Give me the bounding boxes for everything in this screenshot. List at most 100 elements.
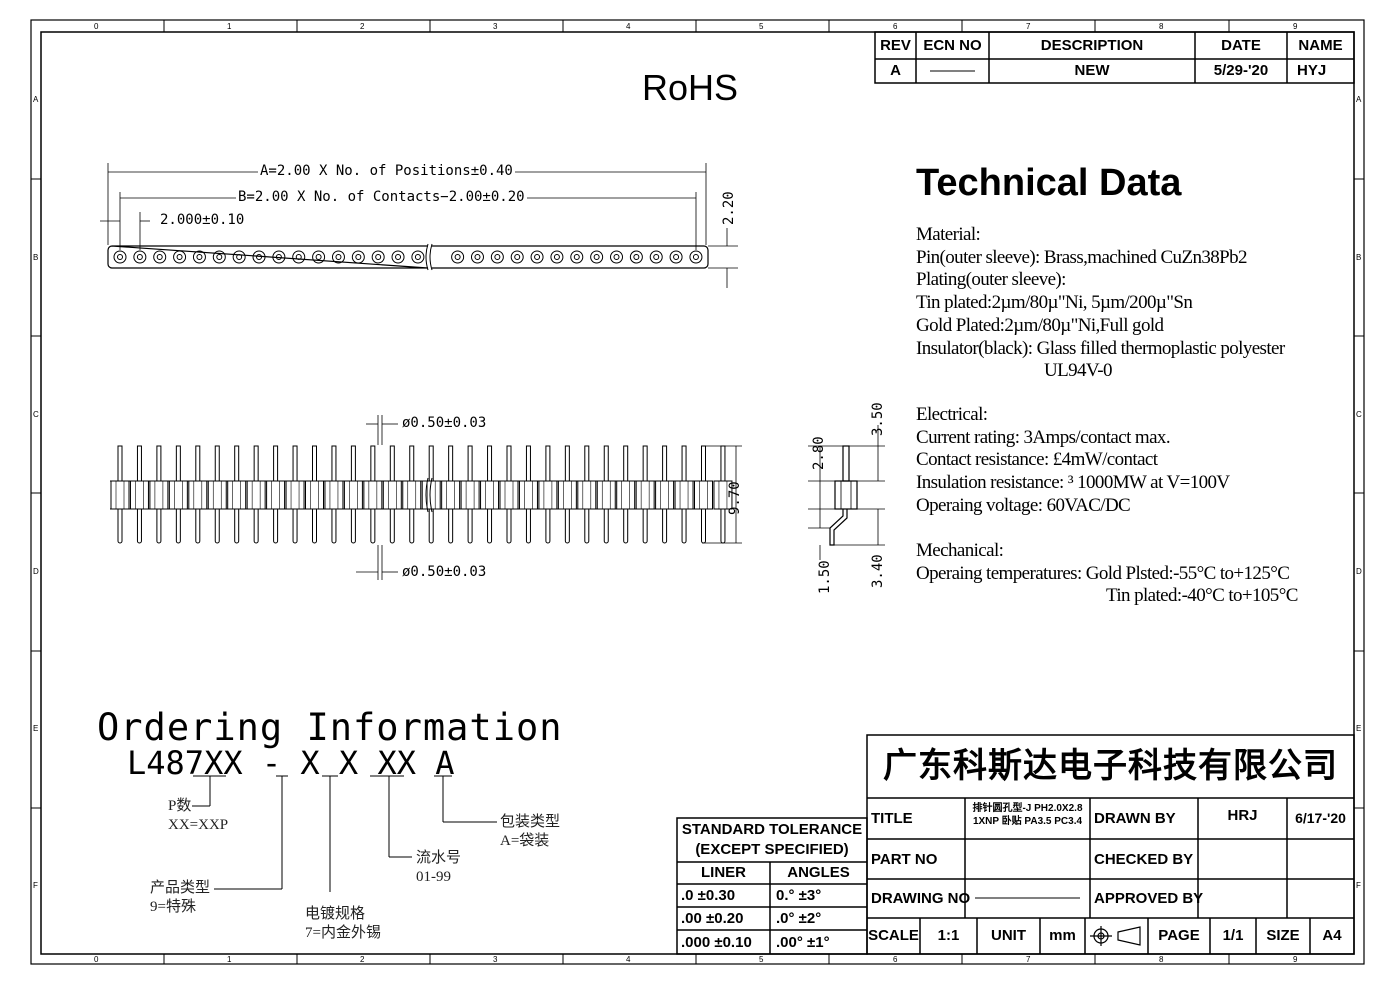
pin-sleeve-inner	[660, 480, 669, 510]
unit-label: UNIT	[991, 926, 1026, 944]
pin-sleeve	[188, 480, 208, 510]
tech-line: Material:	[916, 224, 981, 245]
tolerance-angle-3: .00° ±1°	[776, 933, 830, 951]
pin-sleeve-inner	[407, 480, 417, 510]
socket-hole	[212, 250, 226, 264]
drawn-date-value: 6/17-'20	[1295, 809, 1346, 826]
revision-table	[874, 31, 1355, 84]
socket-hole-inner	[613, 254, 620, 260]
socket-hole-inner	[633, 254, 640, 260]
ordering-title: Ordering Information	[97, 706, 563, 749]
socket-hole-inner	[236, 254, 243, 260]
pin-tail	[156, 509, 162, 544]
checked-by-label: CHECKED BY	[1094, 850, 1194, 868]
tolerance-title-2: (EXCEPT SPECIFIED)	[695, 840, 849, 858]
frame-column-marker: 8	[1159, 955, 1164, 964]
dim-350-label: 3.50	[870, 402, 886, 436]
frame-row-marker: C	[33, 410, 39, 419]
socket-hole-inner	[216, 254, 223, 260]
pin-sleeve	[499, 480, 519, 510]
socket-hole-inner	[355, 254, 362, 260]
socket-hole	[292, 250, 306, 264]
frame-column-marker: 5	[759, 955, 764, 964]
frame-row-marker: A	[33, 95, 39, 104]
pin-tail	[701, 509, 706, 544]
pin-top	[136, 445, 142, 482]
code-dash: -	[261, 744, 282, 782]
socket-hole-inner	[692, 254, 699, 260]
pin-top	[370, 445, 376, 482]
pin-top	[701, 445, 706, 482]
tech-line: Operaing temperatures: Gold Plsted:-55°C…	[916, 562, 1290, 584]
socket-hole-inner	[653, 254, 660, 260]
ordering-note-type: 产品类型 9=特殊	[150, 880, 211, 915]
pin-tail	[584, 509, 590, 544]
frame-column-marker: 1	[227, 955, 232, 964]
pin-top	[312, 445, 317, 482]
code-part-plating: X	[338, 744, 359, 782]
pin-top	[389, 445, 395, 482]
pin-tail	[662, 509, 668, 544]
pin-sleeve-inner	[349, 480, 358, 510]
pin-top	[623, 445, 629, 482]
pin-sleeve-inner	[504, 480, 514, 510]
page-label: PAGE	[1158, 926, 1200, 944]
socket-hole	[192, 250, 206, 264]
ordering-note-package: 包装类型 A=袋装	[500, 814, 561, 849]
frame-row-marker: D	[33, 567, 39, 576]
code-prefix: L487	[127, 744, 205, 782]
date-header: DATE	[1221, 36, 1261, 54]
pin-tail	[195, 509, 201, 544]
pin-top	[175, 445, 181, 482]
frame-column-marker: 2	[360, 955, 365, 964]
frame-column-marker: 0	[94, 955, 99, 964]
pin-sleeve-inner	[115, 480, 125, 510]
tolerance-angles-header: ANGLES	[787, 864, 850, 882]
pin-top	[350, 445, 356, 482]
socket-hole-inner	[375, 254, 382, 260]
pin-tail	[331, 509, 337, 544]
pin-sleeve	[363, 480, 383, 510]
pin-tail	[564, 509, 570, 544]
socket-hole	[391, 250, 405, 264]
ecn-value: ———	[930, 61, 975, 79]
dim-970-label: 9.70	[727, 481, 743, 515]
pin-top	[253, 445, 259, 482]
socket-hole-inner	[156, 254, 163, 260]
socket-hole	[629, 250, 643, 264]
socket-hole-inner	[494, 254, 501, 260]
pin-top	[603, 445, 609, 482]
pin-tail	[448, 509, 454, 544]
tech-mechanical-list: Mechanical: Operaing temperatures: Gold …	[916, 540, 1298, 608]
pin-sleeve	[655, 480, 675, 510]
pin-sleeve-inner	[621, 480, 631, 510]
pin-tail	[525, 509, 531, 544]
pin-tail	[136, 509, 142, 544]
pin-sleeve	[207, 480, 227, 510]
socket-hole-inner	[573, 254, 580, 260]
tolerance-liner-3: .000 ±0.10	[681, 933, 752, 951]
pin-top	[428, 445, 434, 482]
pin-tail	[253, 509, 259, 544]
frame-column-marker: 7	[1026, 955, 1031, 964]
socket-hole-inner	[553, 254, 560, 260]
socket-hole-inner	[673, 254, 680, 260]
ordering-note-pins: P数 XX=XXP	[168, 798, 229, 833]
tech-line: Insulator(black): Glass filled thermopla…	[916, 337, 1285, 359]
pin-top	[409, 445, 415, 482]
pin-top	[584, 445, 590, 482]
tolerance-angle-1: 0.° ±3°	[776, 887, 822, 904]
dim-340-label: 3.40	[870, 554, 886, 588]
pin-sleeve	[674, 480, 694, 510]
pin-tail	[428, 509, 434, 544]
dim-280-label: 2.80	[811, 436, 827, 470]
pin-tail	[370, 509, 376, 544]
pin-tail	[720, 509, 726, 544]
socket-hole-inner	[315, 254, 322, 260]
frame-column-marker: 6	[893, 22, 898, 31]
pin-tail	[506, 509, 512, 544]
socket-hole	[371, 250, 385, 264]
tech-line: Current rating: 3Amps/contact max.	[916, 426, 1171, 448]
pin-top	[273, 445, 279, 482]
pin-tail	[623, 509, 629, 544]
